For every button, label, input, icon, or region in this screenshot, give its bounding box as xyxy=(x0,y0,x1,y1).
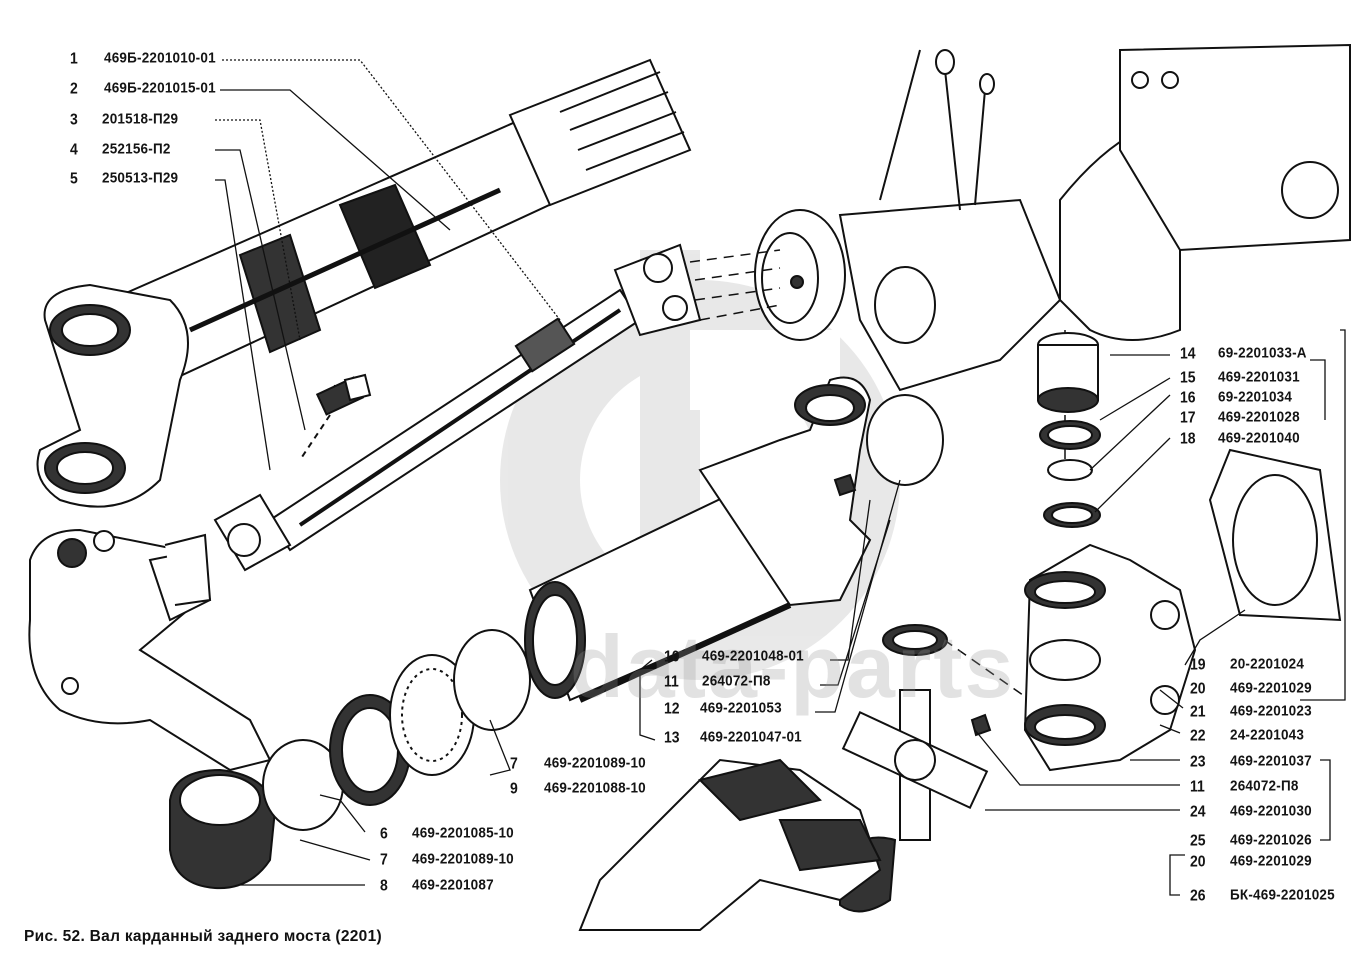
callout-number: 15 xyxy=(1180,368,1196,386)
callout-number: 14 xyxy=(1180,344,1196,362)
part-number: 469-2201028 xyxy=(1218,408,1300,425)
part-number: 469Б-2201010-01 xyxy=(104,49,216,66)
transfer-case xyxy=(754,43,1351,392)
callout-number: 7 xyxy=(510,754,518,772)
callout-number: 9 xyxy=(510,779,518,797)
figure-caption: Рис. 52. Вал карданный заднего моста (22… xyxy=(24,928,382,945)
slip-yoke xyxy=(524,376,944,703)
cross-spider xyxy=(839,624,992,913)
part-number: 264072-П8 xyxy=(1230,777,1299,794)
callout-number: 25 xyxy=(1190,831,1206,849)
callout-number: 6 xyxy=(380,824,388,842)
part-number: 469-2201089-10 xyxy=(412,850,514,867)
leader-lines xyxy=(215,59,1346,896)
part-number: 469-2201087 xyxy=(412,876,494,893)
callout-number: 4 xyxy=(70,140,78,158)
part-number: 252156-П2 xyxy=(102,140,171,157)
part-number: 469-2201085-10 xyxy=(412,824,514,841)
part-number: 469-2201047-01 xyxy=(700,728,802,745)
callout-number: 19 xyxy=(1190,655,1206,673)
callout-number: 11 xyxy=(664,672,679,690)
callout-number: 7 xyxy=(380,850,388,868)
callout-number: 22 xyxy=(1190,726,1206,744)
part-number: БК-469-2201025 xyxy=(1230,886,1335,903)
callout-number: 20 xyxy=(1190,679,1206,697)
callout-number: 16 xyxy=(1180,388,1196,406)
part-number: 469-2201088-10 xyxy=(544,779,646,796)
callout-number: 5 xyxy=(70,169,78,187)
shaft-yoke-assembly xyxy=(36,58,692,508)
callout-number: 12 xyxy=(664,699,680,717)
part-number: 24-2201043 xyxy=(1230,726,1305,743)
part-number: 469-2201029 xyxy=(1230,852,1312,869)
flange-yoke xyxy=(1023,543,1197,772)
callout-number: 17 xyxy=(1180,408,1196,426)
part-number: 469-2201048-01 xyxy=(702,647,804,664)
part-number: 469-2201089-10 xyxy=(544,754,646,771)
part-number: 20-2201024 xyxy=(1230,655,1305,672)
part-number: 69-2201033-А xyxy=(1218,344,1307,361)
callout-number: 18 xyxy=(1180,429,1196,447)
callout-number: 23 xyxy=(1190,752,1206,770)
callout-number: 11 xyxy=(1190,777,1205,795)
part-number: 469-2201037 xyxy=(1230,752,1312,769)
part-number: 469Б-2201015-01 xyxy=(104,79,216,96)
callout-number: 2 xyxy=(70,79,78,97)
part-number: 250513-П29 xyxy=(102,169,179,186)
axle-housing xyxy=(28,528,272,772)
callout-number: 3 xyxy=(70,110,78,128)
callout-number: 10 xyxy=(664,647,680,665)
part-number: 469-2201026 xyxy=(1230,831,1312,848)
watermark-text: data-parts xyxy=(570,617,1016,716)
callout-number: 13 xyxy=(664,728,680,746)
part-number: 469-2201023 xyxy=(1230,702,1312,719)
propeller-shaft xyxy=(213,243,702,572)
callout-number: 1 xyxy=(70,49,78,67)
part-number: 469-2201031 xyxy=(1218,368,1300,385)
part-number: 469-2201030 xyxy=(1230,802,1312,819)
callout-number: 21 xyxy=(1190,702,1206,720)
part-number: 469-2201029 xyxy=(1230,679,1312,696)
callout-number: 8 xyxy=(380,876,388,894)
callout-number: 24 xyxy=(1190,802,1206,820)
rings-and-seals xyxy=(169,629,531,890)
part-number: 264072-П8 xyxy=(702,672,771,689)
part-number: 201518-П29 xyxy=(102,110,179,127)
bolt-part xyxy=(315,373,372,416)
callout-number: 26 xyxy=(1190,886,1206,904)
bearing-cups xyxy=(1037,332,1342,622)
callout-number: 20 xyxy=(1190,852,1206,870)
part-number: 69-2201034 xyxy=(1218,388,1293,405)
part-number: 469-2201040 xyxy=(1218,429,1300,446)
part-number: 469-2201053 xyxy=(700,699,782,716)
lower-yoke xyxy=(578,758,882,931)
